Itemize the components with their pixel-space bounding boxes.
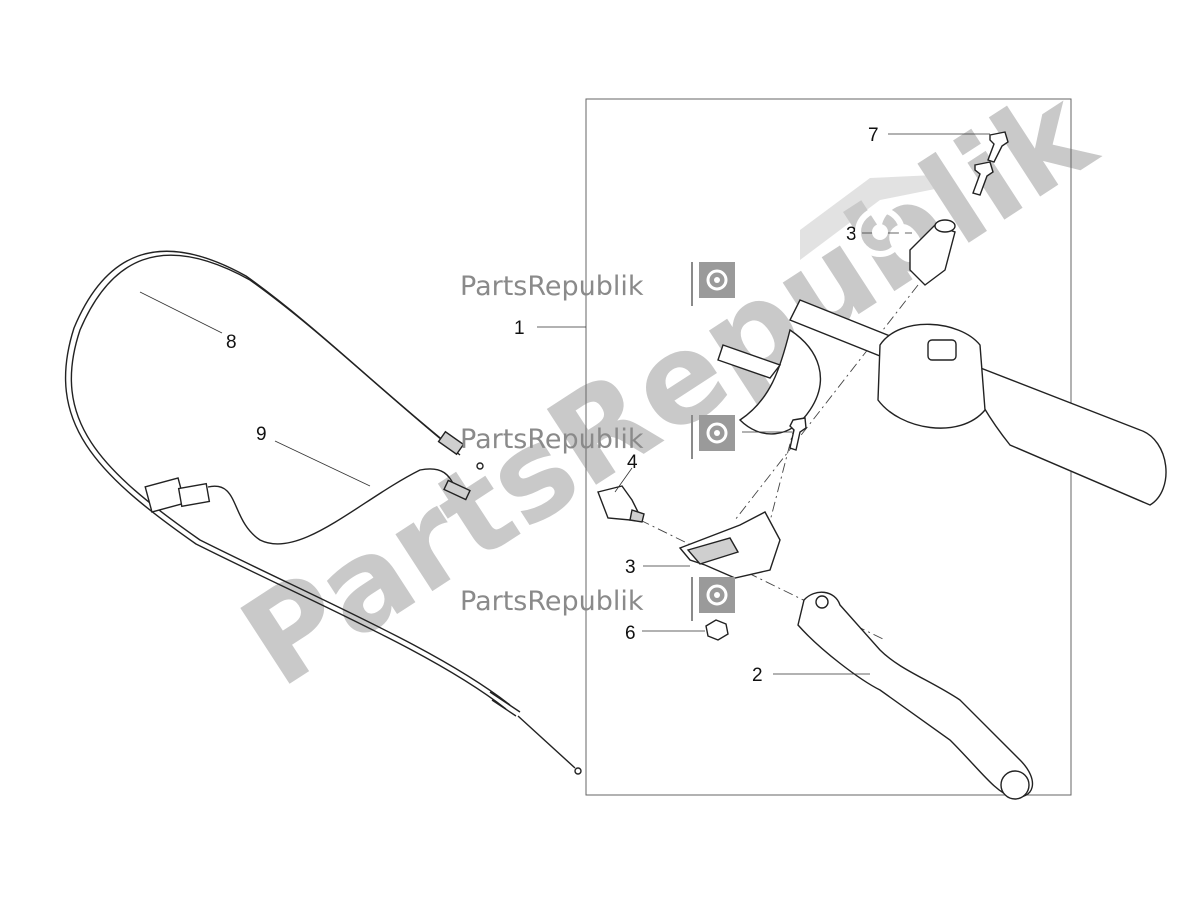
lever-blade [797,591,1034,798]
lever-bracket-upper [738,328,822,435]
callout-2: 2 [752,665,763,686]
clamp-block-top [909,219,956,286]
lever-ball-end [1000,770,1030,800]
handlebar-grip-assembly [717,299,1167,506]
clutch-lever [797,591,1034,800]
callout-3-top: 3 [846,224,857,245]
callout-8: 8 [226,332,237,353]
callout-7: 7 [868,125,879,146]
clamp-top-hole [934,219,956,233]
clutch-switch-tip [629,509,645,523]
watermark-brand-text: PartsRepublik [460,586,644,617]
clutch-switch-wire [144,468,471,545]
callout-1: 1 [514,318,525,339]
lever-pivot-hole [815,595,829,609]
leader-4 [614,467,633,493]
leader-9 [274,440,371,487]
lever-bracket-mid-rib [686,537,740,565]
callout-3-mid: 3 [625,557,636,578]
wire-cable [207,468,456,545]
pivot-bolt [789,417,807,451]
brand-watermark-3: PartsRepublik [460,577,735,621]
gear-icon [699,415,735,451]
callout-6: 6 [625,623,636,644]
cable-end-fitting-top [437,430,465,456]
leader-lines [139,133,990,675]
grip-body [958,358,1167,506]
lever-bracket-tab [717,344,782,379]
nut [705,619,729,641]
callout-9: 9 [256,424,267,445]
bolt-upper [987,131,1009,163]
gear-icon [699,577,735,613]
watermark-brand-text: PartsRepublik [460,271,644,302]
clutch-cable [64,250,582,775]
callout-4: 4 [627,452,638,473]
watermark-brand-text: PartsRepublik [460,424,644,455]
cable-inner-wire [517,715,576,769]
gear-icon [855,207,905,257]
cable-nipple-bottom [574,767,582,775]
cable-adjuster [489,691,521,717]
gear-icon [699,262,735,298]
nut-shape [705,619,729,641]
wire-switch-plug [443,479,471,501]
leader-8 [139,291,223,334]
wire-connector [144,477,186,513]
switch-button [927,339,957,361]
brand-watermark-1: PartsRepublik [460,262,735,306]
brand-watermark-2: PartsRepublik [460,415,735,459]
cable-outer-parallel [64,250,507,710]
wire-connector-boot [177,482,211,508]
watermark-flag-shape [800,175,955,260]
clutch-switch [597,485,645,523]
pivot-bolt-shape [789,417,807,451]
cable-nipple-top [476,462,484,470]
lever-bracket-mid [678,511,781,579]
bolt-lower [972,161,994,196]
bolts-set [972,131,1009,196]
switch-housing [877,323,986,429]
